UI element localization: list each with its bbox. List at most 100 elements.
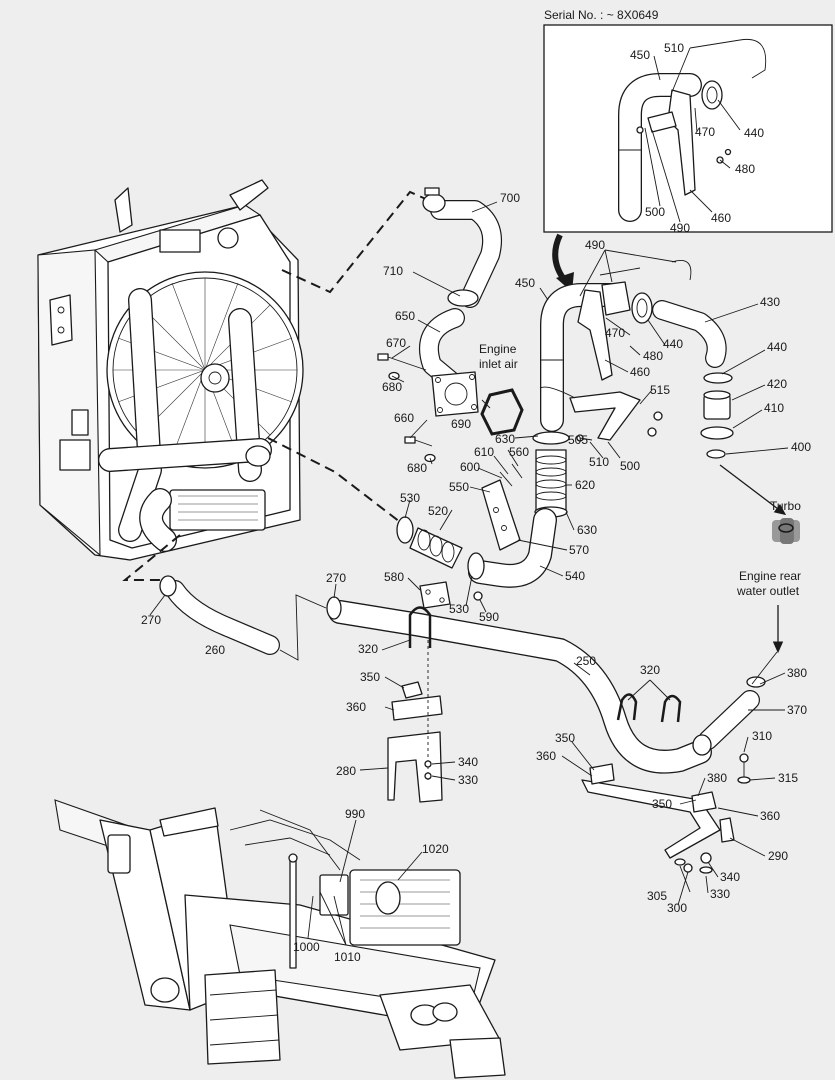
chassis-leaders [307,819,423,946]
note-engine-inlet-air-line2: inlet air [479,357,518,371]
serial-number-note: Serial No. : ~ 8X0649 [544,8,659,22]
clamps-530 [396,516,485,580]
callout-440-lower: 440 [767,340,787,354]
bellows-620 [534,432,568,518]
callout-260: 260 [205,643,225,657]
callout-350-left: 350 [360,670,380,684]
turbo-arrow [719,464,787,516]
callout-450-inset: 450 [630,48,650,62]
elbow-540 [468,508,557,588]
intake-pipe-450 [540,283,622,432]
callout-505: 505 [568,433,588,447]
callout-380-lower: 380 [707,771,727,785]
callout-410: 410 [764,401,784,415]
hose-route-dash-middle [267,437,401,523]
callout-1000: 1000 [293,940,320,954]
callout-510-inset: 510 [664,41,684,55]
callout-300: 300 [667,901,687,915]
callout-680-upper: 680 [382,380,402,394]
hose-700 [430,200,503,308]
callout-440-inset: 440 [744,126,764,140]
callout-340-left: 340 [458,755,478,769]
gasket-690 [480,388,524,436]
callout-660: 660 [394,411,414,425]
callout-290: 290 [768,849,788,863]
callout-470-inset: 470 [695,125,715,139]
callout-520: 520 [428,504,448,518]
callout-440-upper: 440 [663,337,683,351]
callout-370: 370 [787,703,807,717]
hose-route-dash-upper [281,190,429,294]
callout-990: 990 [345,807,365,821]
callout-680-lower: 680 [407,461,427,475]
callout-450: 450 [515,276,535,290]
callout-320-left: 320 [358,642,378,656]
callout-250: 250 [576,654,596,668]
callout-280: 280 [336,764,356,778]
elbow-hose-430 [652,300,727,368]
callout-360-mid: 360 [536,749,556,763]
turbo-marker [772,518,800,544]
callout-650: 650 [395,309,415,323]
hose-route-dash-lower [122,534,181,581]
plate-580 [419,581,451,609]
callout-315: 315 [778,771,798,785]
callout-330-right: 330 [710,887,730,901]
clamp-630 [532,431,570,445]
callout-350-mid: 350 [555,731,575,745]
note-engine-rear-line2: water outlet [736,584,800,598]
water-outlet-leader [751,651,778,685]
callout-340-right: 340 [720,870,740,884]
callout-560: 560 [509,445,529,459]
callout-610: 610 [474,445,494,459]
callout-460: 460 [630,365,650,379]
inset-ubolt-510 [739,38,767,79]
callout-515: 515 [650,383,670,397]
callout-350-right: 350 [652,797,672,811]
callout-380-upper: 380 [787,666,807,680]
bracket-460 [577,281,631,381]
callout-600: 600 [460,460,480,474]
callout-630-lower: 630 [577,523,597,537]
ubolts-320-right [616,693,682,723]
callout-320-right: 320 [640,663,660,677]
callout-330-left: 330 [458,773,478,787]
callout-540: 540 [565,569,585,583]
inset-pipe-450 [618,73,702,222]
inset-leaders [644,39,741,223]
callout-460-inset: 460 [711,211,731,225]
hose-370 [692,676,766,756]
note-engine-rear-line1: Engine rear [739,569,801,583]
callout-590: 590 [479,610,499,624]
callout-360-right: 360 [760,809,780,823]
callout-500: 500 [620,459,640,473]
support-290 [581,753,751,874]
bolts-600-610 [473,463,523,601]
callout-490: 490 [585,238,605,252]
callout-305: 305 [647,889,667,903]
callout-360-left: 360 [346,700,366,714]
callout-700: 700 [500,191,520,205]
callout-310: 310 [752,729,772,743]
callout-500-inset: 500 [645,205,665,219]
support-280 [387,640,443,803]
note-turbo: Turbo [770,499,801,513]
note-engine-inlet-air-line1: Engine [479,342,517,356]
callout-470: 470 [605,326,625,340]
callout-490-inset: 490 [670,221,690,235]
inset-bracket-460 [647,89,696,196]
callout-570: 570 [569,543,589,557]
callout-270-left: 270 [141,613,161,627]
callout-1020: 1020 [422,842,449,856]
callout-620: 620 [575,478,595,492]
callout-1010: 1010 [334,950,361,964]
callout-480-inset: 480 [735,162,755,176]
callout-430: 430 [760,295,780,309]
ubolt-320-left [408,606,432,648]
callout-530-upper: 530 [400,491,420,505]
callout-530-lower: 530 [449,602,469,616]
callout-550: 550 [449,480,469,494]
callout-670: 670 [386,336,406,350]
